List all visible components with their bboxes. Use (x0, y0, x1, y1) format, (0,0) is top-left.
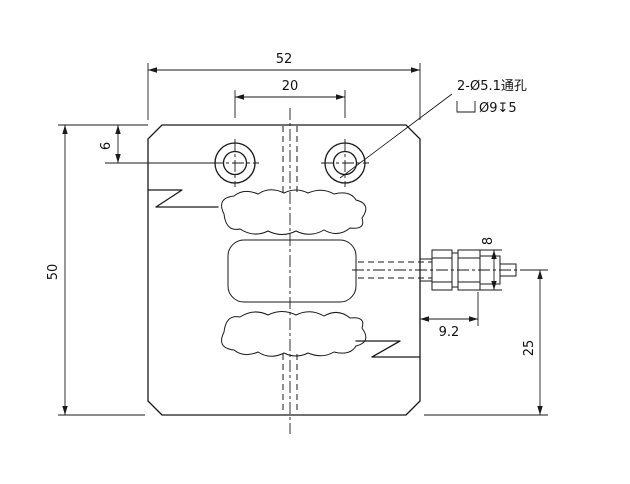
center-pocket (227, 239, 357, 303)
break-line-left (147, 189, 219, 208)
hidden-slot-lines (282, 126, 298, 414)
holes-note-label: 2-Ø5.1通孔 (457, 79, 527, 94)
break-line-right (355, 340, 421, 358)
mounting-hole-left (211, 139, 259, 187)
dim-label-52: 52 (276, 52, 293, 67)
counterbore-icon (456, 101, 476, 113)
dimension-connector-length: 9.2 (419, 292, 479, 340)
hole-left-bore (222, 150, 248, 176)
counterbore-note-label: Ø9↧5 (479, 101, 517, 116)
dimension-stud: 8 (480, 237, 502, 291)
connector (352, 249, 526, 291)
dim-label-25: 25 (522, 340, 537, 357)
dimension-hole-offset: 6 (58, 124, 213, 164)
dim-label-6: 6 (99, 142, 114, 150)
dimension-overall-width: 52 (147, 52, 421, 120)
dim-label-20: 20 (282, 79, 299, 94)
dimension-overall-height: 50 (46, 125, 145, 416)
dimension-hole-spacing: 20 (234, 79, 346, 118)
spring-cutout-bottom (221, 311, 367, 357)
mounting-hole-right (321, 139, 369, 187)
connector-tip (499, 263, 517, 277)
spring-cutout-top (221, 189, 367, 235)
body-outline (147, 124, 421, 416)
dim-label-9-2: 9.2 (439, 325, 460, 340)
dimension-center-to-bottom: 25 (424, 269, 548, 416)
dim-label-8: 8 (481, 237, 496, 245)
leader-note: 2-Ø5.1通孔 Ø9↧5 (339, 79, 527, 179)
leader-line (339, 93, 453, 179)
dim-label-50: 50 (46, 264, 61, 281)
